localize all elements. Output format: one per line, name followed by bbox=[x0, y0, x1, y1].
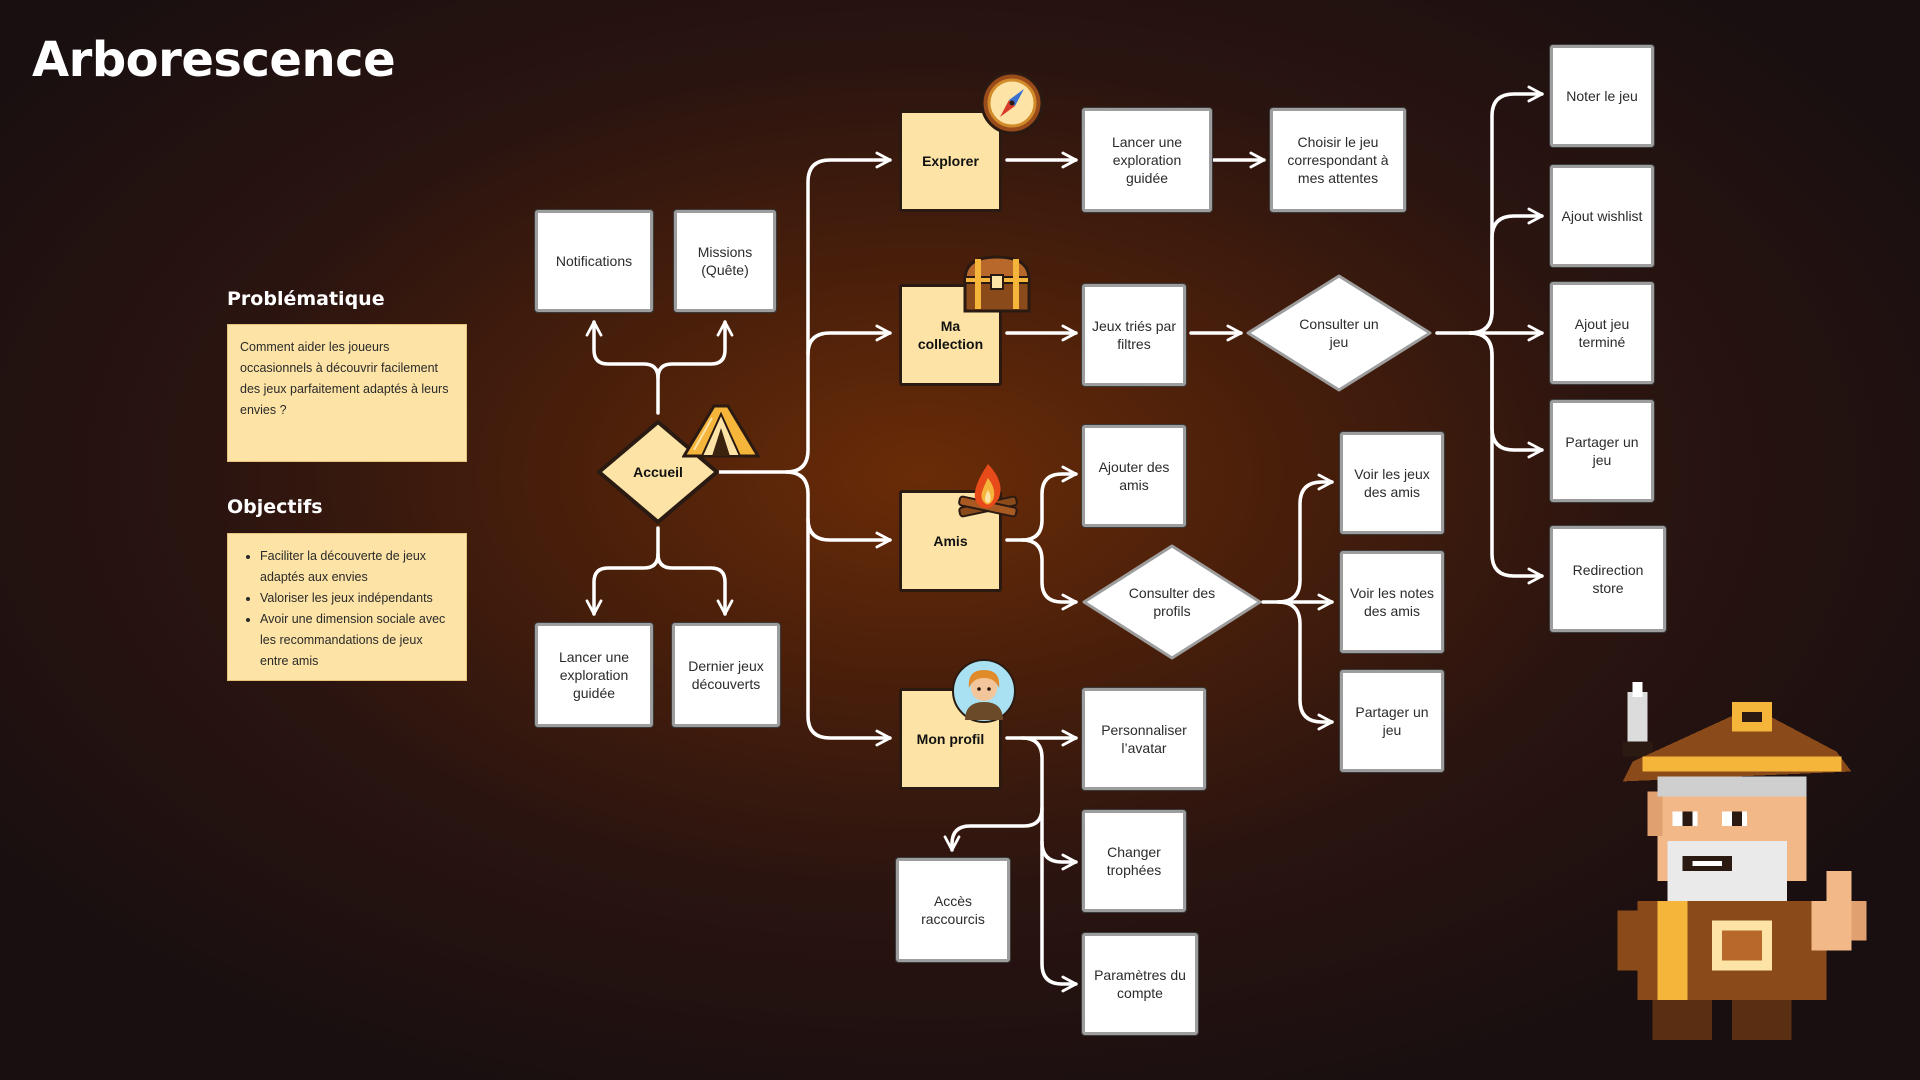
compass-icon bbox=[980, 71, 1044, 135]
connector-accueil-profil bbox=[806, 517, 892, 747]
objective-item: Valoriser les jeux indépendants bbox=[260, 588, 454, 609]
connector-profils-partager bbox=[1276, 600, 1334, 731]
lancer-exploration-node[interactable]: Lancer une exploration guidée bbox=[1082, 108, 1212, 212]
objectives-heading: Objectifs bbox=[227, 496, 323, 518]
treasure-chest-icon bbox=[963, 255, 1031, 313]
connector-accueil-missions bbox=[656, 320, 734, 380]
connector-profil-trophees bbox=[1020, 736, 1078, 871]
connector-accueil-amis bbox=[784, 470, 892, 549]
accueil-label: Accueil bbox=[633, 464, 683, 480]
voir-notes-amis-node[interactable]: Voir les notes des amis bbox=[1340, 551, 1444, 653]
consulter-jeu-shape bbox=[1246, 274, 1432, 392]
redirection-store-node[interactable]: Redirection store bbox=[1550, 526, 1666, 632]
objective-item: Faciliter la découverte de jeux adaptés … bbox=[260, 546, 454, 588]
connector-profil-raccourcis bbox=[943, 806, 1044, 852]
objective-item: Avoir une dimension sociale avec les rec… bbox=[260, 609, 454, 672]
partager-jeu-node[interactable]: Partager un jeu bbox=[1550, 400, 1654, 502]
connector-accueil-collection bbox=[806, 324, 892, 356]
connector-consulter-redirection bbox=[1468, 331, 1544, 585]
noter-jeu-node[interactable]: Noter le jeu bbox=[1550, 45, 1654, 147]
connector-consulter-noter bbox=[1435, 85, 1544, 335]
problem-heading: Problématique bbox=[227, 288, 385, 310]
problem-text: Comment aider les joueurs occasionnels à… bbox=[240, 340, 449, 417]
consulter-jeu-diamond[interactable]: Consulter un jeu bbox=[1245, 273, 1433, 393]
explorer-node[interactable]: Explorer bbox=[899, 110, 1002, 212]
missions-node[interactable]: Missions (Quête) bbox=[674, 210, 776, 312]
partager-jeu-amis-node[interactable]: Partager un jeu bbox=[1340, 670, 1444, 772]
connector-accueil-lancer bbox=[585, 526, 660, 616]
acces-raccourcis-node[interactable]: Accès raccourcis bbox=[896, 858, 1010, 962]
objectives-list: Faciliter la découverte de jeux adaptés … bbox=[240, 546, 454, 672]
connector-accueil-dernier bbox=[656, 552, 734, 616]
consulter-jeu-label: Consulter un jeu bbox=[1299, 316, 1379, 350]
changer-trophees-node[interactable]: Changer trophées bbox=[1082, 810, 1186, 912]
connector-profil-parametres bbox=[1040, 840, 1078, 993]
objectives-note: Faciliter la découverte de jeux adaptés … bbox=[227, 533, 467, 681]
connector-amis-ajouter bbox=[1005, 465, 1078, 542]
user-avatar-icon bbox=[952, 659, 1016, 723]
ajouter-amis-node[interactable]: Ajouter des amis bbox=[1082, 425, 1186, 527]
choisir-jeu-node[interactable]: Choisir le jeu correspondant à mes atten… bbox=[1270, 108, 1406, 212]
page-title: Arborescence bbox=[32, 32, 396, 88]
consulter-profils-shape bbox=[1082, 544, 1262, 660]
consulter-profils-diamond[interactable]: Consulter des profils bbox=[1081, 543, 1263, 661]
connector-consulter-wishlist bbox=[1468, 207, 1544, 335]
jeux-tries-node[interactable]: Jeux triés par filtres bbox=[1082, 284, 1186, 386]
connector-amis-consulter bbox=[1020, 538, 1078, 611]
ajout-wishlist-node[interactable]: Ajout wishlist bbox=[1550, 165, 1654, 267]
tent-icon bbox=[682, 404, 760, 458]
voir-jeux-amis-node[interactable]: Voir les jeux des amis bbox=[1340, 432, 1444, 534]
connector-profils-voirjeux bbox=[1261, 473, 1334, 604]
pirate-character bbox=[1617, 682, 1867, 1040]
problem-note: Comment aider les joueurs occasionnels à… bbox=[227, 324, 467, 462]
personnaliser-avatar-node[interactable]: Personnaliser l’avatar bbox=[1082, 688, 1206, 790]
lancer-exploration-accueil-node[interactable]: Lancer une exploration guidée bbox=[535, 623, 653, 727]
connector-accueil-explorer bbox=[718, 151, 892, 474]
dernier-jeux-node[interactable]: Dernier jeux découverts bbox=[672, 623, 780, 727]
campfire-icon bbox=[958, 464, 1018, 518]
consulter-profils-label: Consulter des profils bbox=[1128, 585, 1216, 619]
parametres-compte-node[interactable]: Paramètres du compte bbox=[1082, 933, 1198, 1035]
ajout-termine-node[interactable]: Ajout jeu terminé bbox=[1550, 282, 1654, 384]
connector-accueil-notifications bbox=[585, 320, 660, 415]
connector-consulter-partager bbox=[1468, 331, 1544, 459]
notifications-node[interactable]: Notifications bbox=[535, 210, 653, 312]
